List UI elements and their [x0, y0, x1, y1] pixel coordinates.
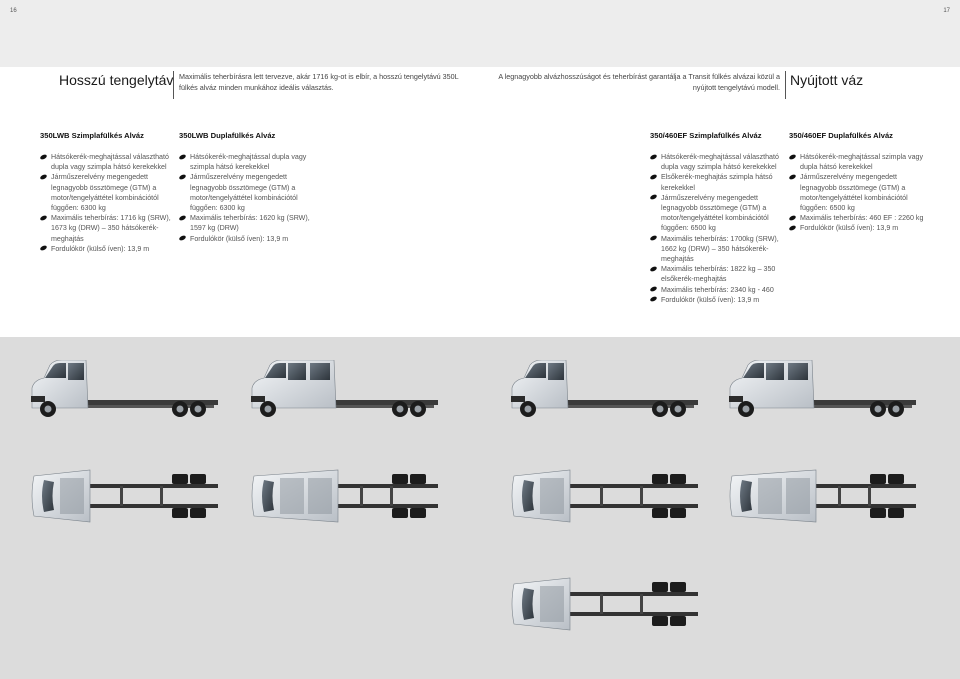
- vehicle-side-double-cab-2: [728, 360, 917, 418]
- bullet-icon: [39, 173, 48, 181]
- spec-item: Járműszerelvény megengedett legnagyobb ö…: [178, 172, 319, 213]
- bullet-icon: [178, 153, 187, 160]
- divider-right: [785, 71, 786, 99]
- vehicle-top-double-cab-2: [729, 469, 917, 523]
- spec-item: Fordulókör (külső íven): 13,9 m: [649, 295, 790, 305]
- section-title-right: Nyújtott váz: [790, 72, 864, 88]
- bullet-icon: [649, 265, 658, 273]
- spec-item: Fordulókör (külső íven): 13,9 m: [788, 223, 929, 233]
- bullet-icon: [649, 234, 658, 242]
- vehicle-side-single-cab-1: [30, 360, 219, 418]
- spec-item: Maximális teherbírás: 1700kg (SRW), 1662…: [649, 234, 790, 265]
- spec-item: Fordulókör (külső íven): 13,9 m: [178, 234, 319, 244]
- bullet-icon: [788, 224, 797, 232]
- bullet-icon: [178, 173, 187, 181]
- bullet-icon: [39, 214, 48, 222]
- spec-column-3: 350/460EF Szimplafülkés Alváz Hátsókerék…: [649, 131, 790, 305]
- spec-column-4: 350/460EF Duplafülkés Alváz Hátsókerék-m…: [788, 131, 929, 234]
- spec-band: [0, 101, 960, 337]
- section-title-left: Hosszú tengelytáv: [59, 72, 174, 88]
- top-band: [0, 0, 960, 67]
- bullet-icon: [649, 296, 658, 303]
- bullet-icon: [788, 214, 797, 222]
- spec-item: Hátsókerék-meghajtással választható dupl…: [649, 152, 790, 172]
- bullet-icon: [649, 194, 658, 201]
- spec-item: Maximális teherbírás: 1716 kg (SRW), 167…: [39, 213, 180, 244]
- spec-item: Járműszerelvény megengedett legnagyobb ö…: [39, 172, 180, 213]
- spec-heading: 350LWB Szimplafülkés Alváz: [40, 131, 144, 140]
- vehicle-top-single-cab-1: [31, 469, 219, 523]
- bullet-icon: [788, 153, 797, 160]
- bullet-icon: [649, 285, 658, 293]
- bullet-icon: [178, 214, 187, 222]
- intro-left: Maximális teherbírásra lett tervezve, ak…: [179, 72, 459, 92]
- bullet-icon: [39, 245, 48, 252]
- spec-heading: 350/460EF Duplafülkés Alváz: [789, 131, 893, 140]
- bullet-icon: [39, 153, 48, 160]
- bullet-icon: [178, 234, 187, 242]
- vehicle-top-double-cab-1: [251, 469, 439, 523]
- spec-item: Járműszerelvény megengedett legnagyobb ö…: [649, 193, 790, 234]
- bullet-icon: [649, 173, 658, 181]
- header-band: [0, 67, 960, 101]
- spec-column-1: 350LWB Szimplafülkés Alváz Hátsókerék-me…: [39, 131, 180, 254]
- vehicle-side-double-cab-1: [250, 360, 439, 418]
- page-number-left: 16: [10, 8, 17, 14]
- spec-item: Hátsókerék-meghajtással szimpla vagy dup…: [788, 152, 929, 172]
- spec-heading: 350LWB Duplafülkés Alváz: [179, 131, 276, 140]
- bullet-icon: [788, 173, 797, 181]
- spec-item: Fordulókör (külső íven): 13,9 m: [39, 244, 180, 254]
- bullet-icon: [649, 153, 658, 160]
- spec-item: Maximális teherbírás: 460 EF : 2260 kg: [788, 213, 929, 223]
- spec-heading: 350/460EF Szimplafülkés Alváz: [650, 131, 762, 140]
- divider-left: [173, 71, 174, 99]
- spec-item: Maximális teherbírás: 1620 kg (SRW), 159…: [178, 213, 319, 233]
- spec-item: Hátsókerék-meghajtással dupla vagy szimp…: [178, 152, 319, 172]
- intro-right: A legnagyobb alvázhosszúságot és teherbí…: [498, 72, 780, 92]
- spec-item: Járműszerelvény megengedett legnagyobb ö…: [788, 172, 929, 213]
- spec-item: Maximális teherbírás: 1822 kg – 350 első…: [649, 264, 790, 284]
- spec-item: Elsőkerék-meghajtás szimpla hátsó kereke…: [649, 172, 790, 192]
- vehicle-top-single-cab-3: [511, 577, 699, 631]
- spec-item: Maximális teherbírás: 2340 kg - 460: [649, 285, 790, 295]
- vehicle-side-single-cab-2: [510, 360, 699, 418]
- spec-item: Hátsókerék-meghajtással választható dupl…: [39, 152, 180, 172]
- vehicle-top-single-cab-2: [511, 469, 699, 523]
- page-number-right: 17: [943, 8, 950, 14]
- spec-column-2: 350LWB Duplafülkés Alváz Hátsókerék-megh…: [178, 131, 319, 244]
